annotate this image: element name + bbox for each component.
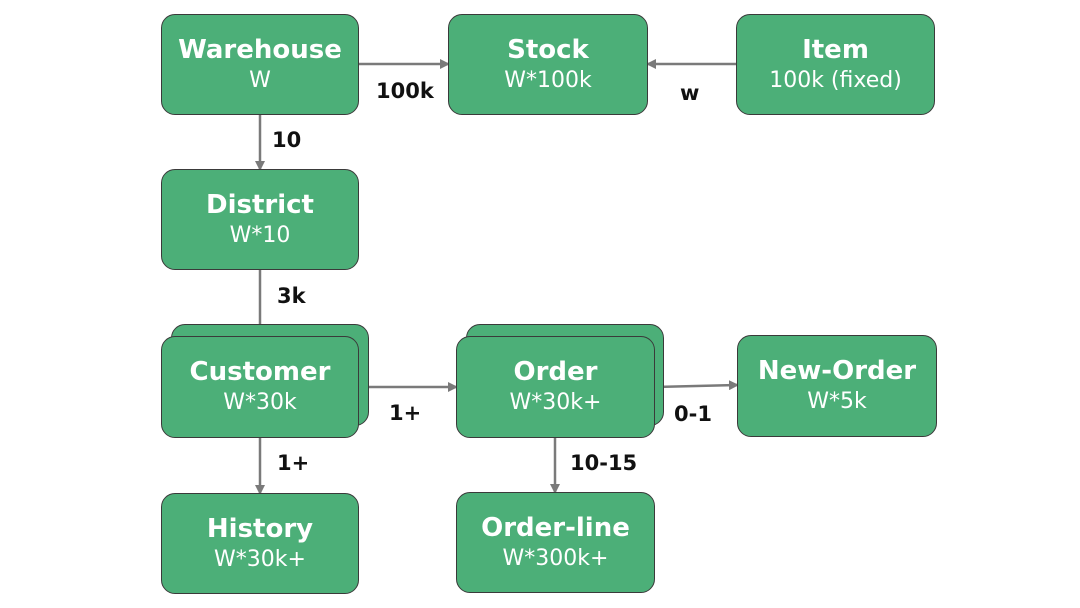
warehouse-cardinality: W bbox=[249, 67, 271, 93]
order-cardinality: W*30k+ bbox=[509, 390, 602, 415]
edge-label-warehouse-district: 10 bbox=[272, 128, 302, 152]
item-cardinality: 100k (fixed) bbox=[769, 67, 902, 93]
district-node: District W*10 bbox=[161, 169, 359, 270]
edge-label-order-new-order: 0-1 bbox=[674, 402, 712, 426]
edge-label-customer-order: 1+ bbox=[389, 401, 422, 425]
stock-name: Stock bbox=[507, 34, 589, 65]
customer-cardinality: W*30k bbox=[223, 390, 297, 415]
district-cardinality: W*10 bbox=[229, 222, 291, 248]
order-line-node: Order-line W*300k+ bbox=[456, 492, 655, 593]
warehouse-node: Warehouse W bbox=[161, 14, 359, 115]
history-cardinality: W*30k+ bbox=[214, 546, 306, 572]
edge-label-item-stock: w bbox=[680, 81, 700, 105]
item-name: Item bbox=[802, 34, 869, 65]
new-order-cardinality: W*5k bbox=[807, 389, 867, 414]
item-node: Item 100k (fixed) bbox=[736, 14, 935, 115]
order-line-name: Order-line bbox=[481, 512, 630, 543]
edge-label-customer-history: 1+ bbox=[277, 451, 310, 475]
stock-cardinality: W*100k bbox=[504, 67, 592, 93]
order-node: Order W*30k+ bbox=[456, 336, 655, 438]
warehouse-name: Warehouse bbox=[178, 34, 342, 65]
edge-label-warehouse-stock: 100k bbox=[376, 79, 434, 103]
edge-label-order-order-line: 10-15 bbox=[570, 451, 638, 475]
arrow-order-to-new-order bbox=[654, 380, 739, 391]
customer-name: Customer bbox=[189, 357, 331, 387]
district-name: District bbox=[206, 189, 314, 220]
order-line-cardinality: W*300k+ bbox=[502, 545, 609, 571]
customer-node: Customer W*30k bbox=[161, 336, 359, 438]
edge-label-district-customer: 3k bbox=[277, 284, 306, 308]
order-name: Order bbox=[513, 357, 598, 387]
new-order-name: New-Order bbox=[757, 356, 917, 386]
stock-node: Stock W*100k bbox=[448, 14, 648, 115]
new-order-node: New-Order W*5k bbox=[737, 335, 937, 437]
history-node: History W*30k+ bbox=[161, 493, 359, 594]
history-name: History bbox=[206, 513, 314, 544]
